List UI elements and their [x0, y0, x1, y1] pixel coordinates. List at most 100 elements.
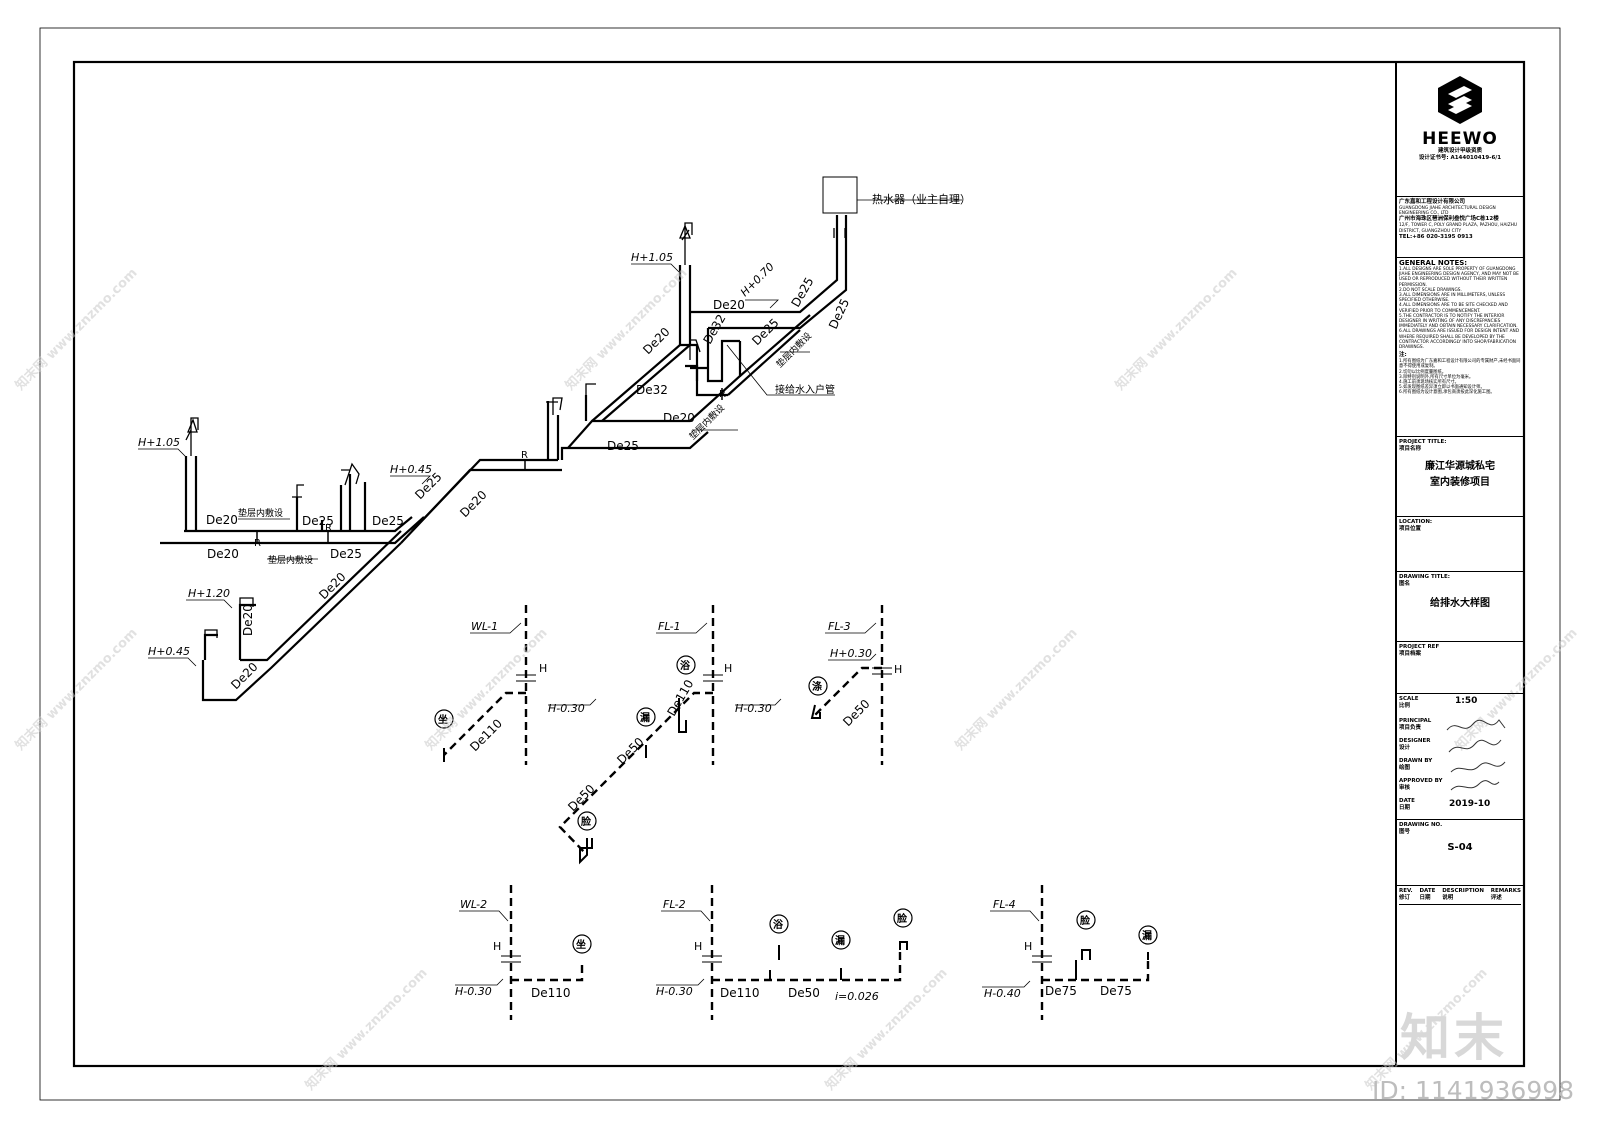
- drawing-number: S-04: [1447, 842, 1473, 853]
- fl4-elev: H-0.40: [984, 987, 1021, 1000]
- wl2-tag: WL-2: [460, 898, 487, 911]
- general-note: 4.ALL DIMENSIONS ARE TO BE SITE CHECKED …: [1399, 303, 1508, 314]
- fl2-fixture-c-circle: [893, 908, 913, 928]
- project-ref-cn: 项目档案: [1399, 651, 1422, 657]
- project-title-cell: PROJECT TITLE: 项目名称 廉江华源城私宅 室内装修项目: [1396, 437, 1524, 517]
- elev-h105-a: H+1.05: [138, 436, 180, 449]
- supply-pipe-network: [160, 215, 848, 702]
- fl1-pipe-a: De110: [664, 677, 696, 718]
- fl4-fixture-a: 脸: [1079, 914, 1091, 927]
- drawing-title-cell: DRAWING TITLE: 图名 给排水大样图: [1396, 572, 1524, 642]
- r-label: R: [325, 523, 332, 534]
- fl1-fixture-c: 脸: [580, 815, 592, 828]
- drainage-network: [443, 605, 1150, 1020]
- watermark-logo: 知末: [1400, 1009, 1508, 1067]
- tap-fixtures: [185, 222, 846, 638]
- water-heater-box: [822, 176, 858, 214]
- cleanout-marks: [501, 667, 1052, 963]
- cert-number: 设计证书号: A144010419-6/1: [1418, 155, 1502, 161]
- signatures-cell: SCALE 比例 1:50 PRINCIPAL 项目负责 DESIGNER 设计…: [1396, 694, 1524, 820]
- general-note: 3.ALL DIMENSIONS ARE IN MILLIMETERS, UNL…: [1399, 293, 1506, 304]
- rev-header-en: DATE: [1419, 888, 1436, 894]
- note-cn: 1.所有图纸为广东嘉和工程设计有限公司的专属财产,未经书面同意不得使用或复制。: [1399, 359, 1521, 370]
- r-label: R: [254, 538, 261, 549]
- r-crossings: [256, 388, 723, 543]
- fl2-elev: H-0.30: [656, 985, 693, 998]
- fl4-vent: H: [1024, 940, 1032, 953]
- company-en: GUANGDONG JIAHE ARCHITECTURAL DESIGN ENG…: [1399, 206, 1496, 217]
- fl1-pipe-b: De50: [614, 735, 646, 767]
- fl1-fixture-a-circle: [676, 655, 696, 675]
- approved-by-en: APPROVED BY: [1399, 778, 1443, 784]
- inlet-label: 接给水入户管: [775, 383, 835, 396]
- fl4-pipe-a: De75: [1045, 984, 1077, 998]
- project-ref-cell: PROJECT REF 项目档案: [1396, 642, 1524, 694]
- drawing-no-cell: DRAWING NO. 图号 S-04: [1396, 820, 1524, 886]
- fl2-slope: i=0.026: [835, 990, 879, 1003]
- elev-h105-b: H+1.05: [631, 251, 673, 264]
- pipe-label: De20: [241, 604, 255, 636]
- project-title-en: PROJECT TITLE:: [1399, 439, 1447, 445]
- brand-name: HEEWO: [1422, 129, 1498, 149]
- tag-leaders: [455, 622, 1040, 988]
- general-note: 1.ALL DESIGNS ARE SOLE PROPERTY OF GUANG…: [1399, 267, 1519, 288]
- location-cell: LOCATION: 项目位置: [1396, 517, 1524, 572]
- location-en: LOCATION:: [1399, 519, 1433, 525]
- pipe-label: De25: [607, 439, 639, 453]
- fl3-elev: H+0.30: [830, 647, 872, 660]
- pipe-label: De25: [826, 296, 852, 331]
- fl3-pipe: De50: [840, 697, 872, 729]
- elev-h120: H+1.20: [188, 587, 230, 600]
- wl1-elev: H-0.30: [548, 702, 585, 715]
- company-cell: 广东嘉和工程设计有限公司 GUANGDONG JIAHE ARCHITECTUR…: [1396, 197, 1524, 258]
- fl4-fixture-b-circle: [1138, 925, 1158, 945]
- wl1-fixture-circle: [434, 709, 454, 729]
- fl2-fixture-a: 浴: [773, 918, 784, 931]
- drawn-by-cn: 绘图: [1399, 765, 1411, 771]
- pipe-label: De25: [372, 514, 404, 528]
- fixture-circles: [434, 655, 1158, 954]
- pipe-size-labels: De20 De20 De25 De25 De25 De25 De20 De20 …: [206, 275, 852, 692]
- embedded-leaders: [238, 344, 835, 560]
- scale-cn: 比例: [1399, 703, 1411, 709]
- wl2-fixture-circle: [572, 934, 592, 954]
- pipe-label: De25: [330, 547, 362, 561]
- fl4-tag: FL-4: [993, 898, 1016, 911]
- logo-cell: HEEWO 建筑设计甲级资质 设计证书号: A144010419-6/1: [1396, 62, 1524, 197]
- drawing-title-cn: 图名: [1399, 581, 1411, 587]
- rev-header-en: REV.: [1399, 888, 1413, 894]
- general-note: 2.DO NOT SCALE DRAWINGS.: [1399, 287, 1462, 293]
- wl2-elev: H-0.30: [455, 985, 492, 998]
- pipe-label: De20: [457, 488, 489, 520]
- drawing-title-en: DRAWING TITLE:: [1399, 574, 1450, 580]
- scale-value: 1:50: [1455, 696, 1478, 706]
- rev-header-en: DESCRIPTION: [1442, 888, 1484, 894]
- pipe-label: De20: [206, 513, 238, 527]
- elevation-leaders: [138, 263, 779, 667]
- notes-cell: GENERAL NOTES: 1.ALL DESIGNS ARE SOLE PR…: [1396, 258, 1524, 437]
- rev-header-cn: 评述: [1490, 895, 1502, 901]
- r-labels: R R R R: [254, 389, 726, 549]
- note-cn: 2.切勿以比例度量图纸。: [1399, 369, 1447, 375]
- rev-header-cn: 说明: [1442, 895, 1454, 901]
- designer-cn: 设计: [1399, 745, 1411, 751]
- wl1-pipe: De110: [467, 716, 505, 754]
- designer-en: DESIGNER: [1399, 738, 1431, 744]
- date-cn: 日期: [1399, 805, 1411, 811]
- outer-border: [39, 27, 1561, 1101]
- inner-frame: [72, 60, 1526, 1068]
- fl2-fixture-a-circle: [769, 914, 789, 934]
- wl1-vent: H: [539, 662, 547, 675]
- notes-cn-title: 注:: [1399, 352, 1407, 359]
- wl2-pipe: De110: [531, 986, 571, 1000]
- pipe-label: De20: [228, 660, 260, 692]
- general-note: 5.THE CONTRACTOR IS TO NOTIFY THE INTERI…: [1399, 313, 1518, 330]
- fl1-fixture-c-circle: [577, 811, 597, 831]
- fl4-fixture-a-circle: [1076, 910, 1096, 930]
- note-cn: 4.施工前须现场核实所有尺寸。: [1399, 380, 1459, 386]
- drawing-no-cn: 图号: [1399, 829, 1411, 835]
- fl2-pipe-a: De110: [720, 986, 760, 1000]
- wl1-tag: WL-1: [471, 620, 498, 633]
- fl2-fixture-b-circle: [831, 930, 851, 950]
- fl2-vent: H: [694, 940, 702, 953]
